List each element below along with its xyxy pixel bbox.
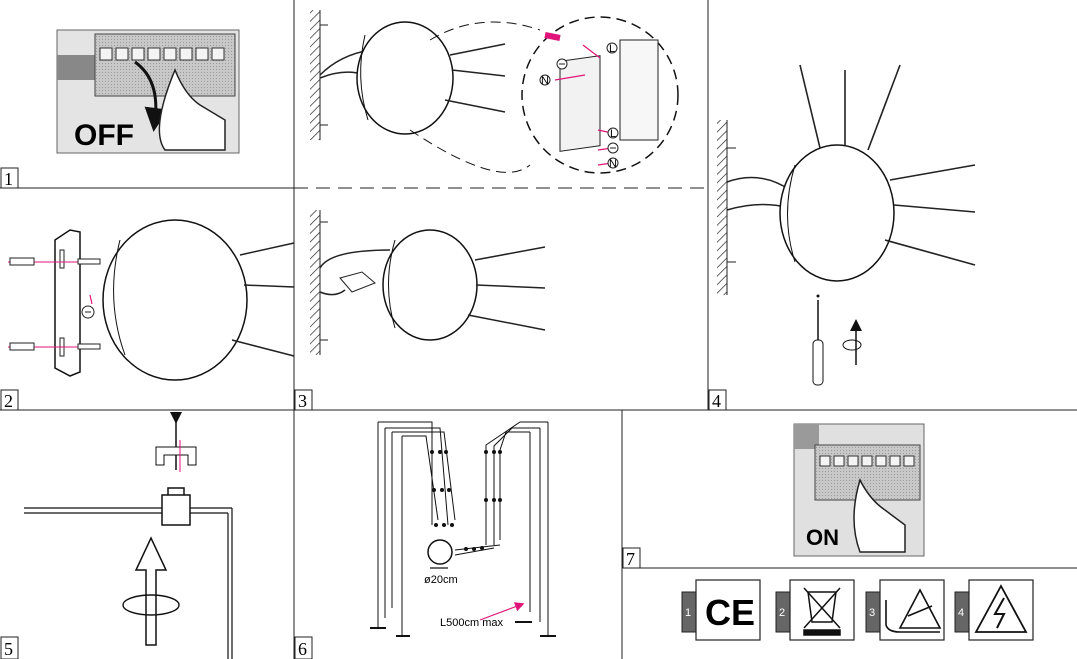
lamp-disc: [779, 144, 895, 282]
panel-4-fixing: [717, 64, 976, 386]
step-number-7: 7: [626, 549, 635, 569]
step-number-2: 2: [4, 391, 13, 411]
panel-6-cable-layout: [370, 421, 556, 637]
panel-3-connector: [310, 210, 546, 355]
screw-icon: [77, 258, 101, 350]
mounting-bracket: [54, 229, 81, 377]
canopy-icon: [161, 487, 191, 526]
step-number-4: 4: [712, 391, 721, 411]
high-voltage-warning-icon: [974, 584, 1028, 633]
max-length-label: L500cm max: [440, 617, 503, 629]
symbol-number-4: 4: [958, 607, 964, 619]
step-number-1: 1: [4, 169, 13, 189]
screwdriver-icon: [812, 294, 824, 386]
symbols-row: 1 CE 2 3 4: [681, 579, 1034, 641]
rotate-arrow-icon: [122, 594, 180, 616]
panel-7-breaker-on: ON: [793, 423, 925, 557]
lamp-disc: [102, 219, 248, 381]
panel-2-bracket-mounting: [8, 219, 295, 381]
terminal-l-top-label: L: [609, 43, 615, 55]
clip-bracket-icon: [155, 446, 197, 466]
symbol-number-2: 2: [779, 607, 785, 619]
lamp-disc: [356, 21, 454, 135]
terminal-n-bottom-label: N: [609, 158, 617, 170]
step-number-3: 3: [298, 391, 307, 411]
lamp-disc: [382, 229, 478, 341]
wall-plug-icon: [9, 257, 35, 351]
ce-mark: CE: [705, 592, 755, 633]
surface-mount-warning-icon: [885, 588, 942, 633]
panel-5-canopy: [24, 412, 233, 659]
symbol-number-1: 1: [685, 607, 691, 619]
panel-wiring-detail: L N L N: [310, 10, 679, 174]
switch-down-arrow-icon: [134, 60, 169, 132]
lamp-top-view-icon: [427, 539, 453, 565]
push-up-arrow-icon: [134, 536, 168, 646]
hand-icon: [853, 477, 906, 553]
terminal-l-bottom-label: L: [610, 128, 616, 140]
step-number-6: 6: [298, 639, 307, 659]
step-number-boxes: [0, 167, 727, 659]
rotate-arrow-icon: [842, 339, 862, 351]
terminal-block-icon: [339, 271, 376, 293]
symbol-number-3: 3: [869, 607, 875, 619]
step-number-5: 5: [4, 639, 13, 659]
on-label: ON: [806, 525, 839, 550]
terminal-cover: [619, 39, 659, 141]
hand-icon: [158, 68, 226, 151]
diameter-label: ø20cm: [424, 574, 458, 586]
terminal-n-top-label: N: [541, 75, 549, 87]
crossed-bin-icon: [803, 587, 841, 636]
panel-1-breaker-off: OFF: [56, 29, 240, 154]
off-label: OFF: [74, 119, 134, 152]
